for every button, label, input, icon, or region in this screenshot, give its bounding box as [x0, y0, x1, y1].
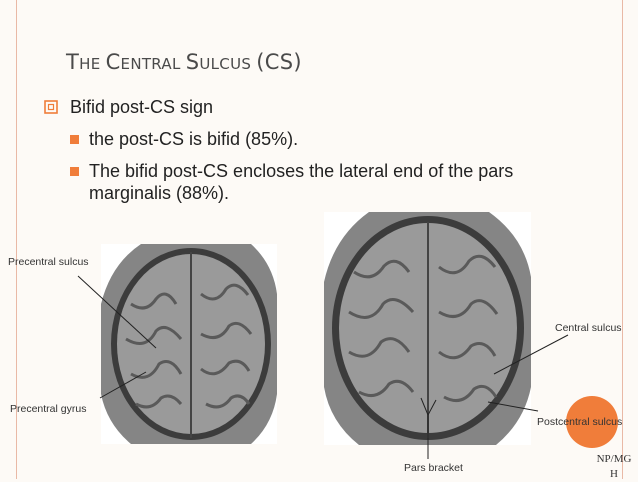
bullet-text: Bifid post-CS sign: [70, 97, 214, 117]
label-precentral-gyrus: Precentral gyrus: [10, 403, 87, 415]
title-part: ULCUS: [199, 55, 257, 73]
title-part: T: [66, 50, 80, 74]
title-part: C: [105, 50, 121, 74]
label-precentral-sulcus: Precentral sulcus: [8, 256, 89, 268]
bullet-text: the post-CS is bifid (85%).: [89, 129, 299, 149]
label-central-sulcus: Central sulcus: [555, 322, 622, 334]
right-margin-rule: [622, 0, 623, 479]
label-pars-bracket: Pars bracket: [404, 462, 463, 474]
ct-scan-image-right: [324, 212, 531, 445]
bullet-level2: The bifid post-CS encloses the lateral e…: [70, 160, 559, 204]
title-part: ENTRAL: [120, 55, 186, 73]
slide-title: THE CENTRAL SULCUS (CS): [66, 50, 302, 74]
label-postcentral-sulcus: Postcentral sulcus: [537, 416, 623, 428]
bullet-text: The bifid post-CS encloses the lateral e…: [89, 161, 514, 203]
title-part: (CS): [256, 50, 302, 74]
watermark-text: NP/MGH: [596, 453, 632, 480]
bullet-level2: the post-CS is bifid (85%).: [70, 128, 298, 150]
left-margin-rule: [16, 0, 17, 479]
ct-scan-image-left: [101, 244, 277, 444]
filled-square-bullet-icon: [70, 135, 79, 144]
hollow-square-bullet-icon: [44, 100, 58, 114]
title-part: S: [185, 50, 200, 74]
filled-square-bullet-icon: [70, 167, 79, 176]
bullet-level1: Bifid post-CS sign: [44, 96, 213, 118]
decorative-orange-circle: [566, 396, 618, 448]
title-part: HE: [79, 55, 106, 73]
